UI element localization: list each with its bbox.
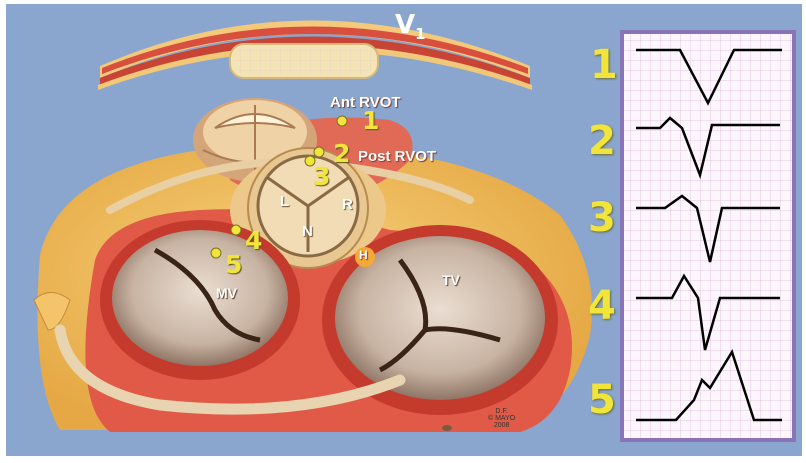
tricuspid-valve-label: TV — [442, 272, 460, 288]
map-number-5: 5 — [225, 250, 242, 279]
lead-v1-label: V1 — [395, 10, 426, 43]
noncoronary-cusp-label: N — [302, 223, 313, 240]
credit-copyright: © MAYO — [488, 415, 515, 422]
map-number-3: 3 — [313, 162, 330, 191]
ecg-row-number-5: 5 — [588, 377, 616, 423]
credit-year: 2008 — [488, 422, 515, 429]
ecg-panel — [622, 32, 794, 440]
credit-initials: D.F. — [488, 408, 515, 415]
post-rvot-label: Post RVOT — [358, 148, 436, 165]
map-number-2: 2 — [333, 139, 350, 168]
map-point-2 — [314, 147, 324, 157]
sternum — [230, 44, 378, 78]
map-point-1 — [337, 116, 347, 126]
map-number-1: 1 — [362, 106, 379, 135]
ecg-row-number-2: 2 — [588, 118, 616, 164]
ecg-row-number-3: 3 — [588, 195, 616, 241]
ecg-row-number-1: 1 — [590, 42, 618, 88]
left-cusp-label: L — [280, 193, 289, 210]
ecg-row-number-4: 4 — [588, 283, 616, 329]
mitral-valve — [100, 220, 300, 380]
map-point-4 — [231, 225, 241, 235]
right-cusp-label: R — [342, 196, 353, 213]
his-label: H — [359, 248, 368, 262]
map-number-4: 4 — [245, 226, 262, 255]
small-vessel — [442, 425, 452, 431]
mitral-valve-label: MV — [216, 285, 237, 301]
map-point-5 — [211, 248, 221, 258]
mayo-credit: D.F. © MAYO 2008 — [488, 408, 515, 429]
